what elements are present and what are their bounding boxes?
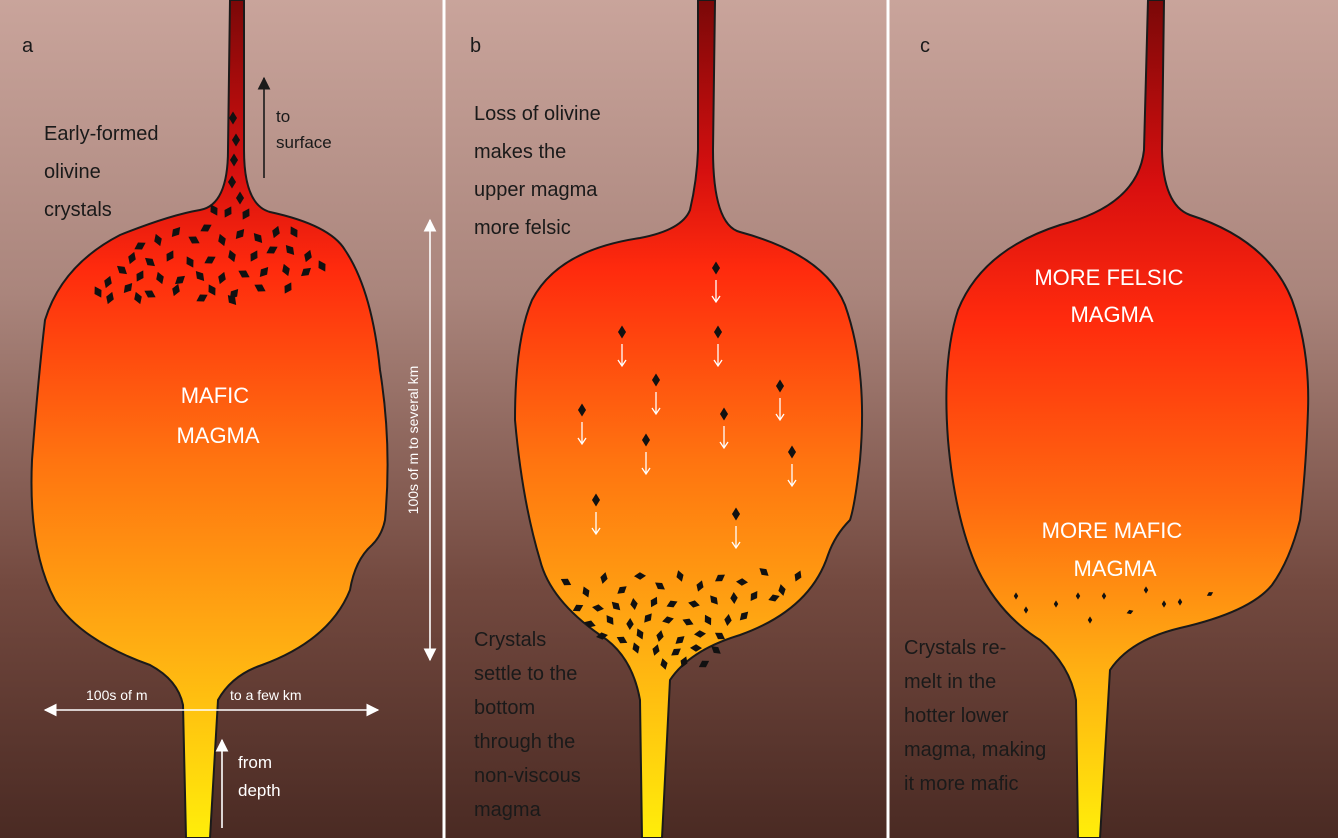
panel-letter-a: a [22,35,34,57]
width-dimension-left-label: 100s of m [86,687,147,703]
height-dimension-label: 100s of m to several km [405,366,421,515]
panel-letter-b: b [470,35,481,57]
panel-letter-c: c [920,35,930,57]
width-dimension-right-label: to a few km [230,687,302,703]
